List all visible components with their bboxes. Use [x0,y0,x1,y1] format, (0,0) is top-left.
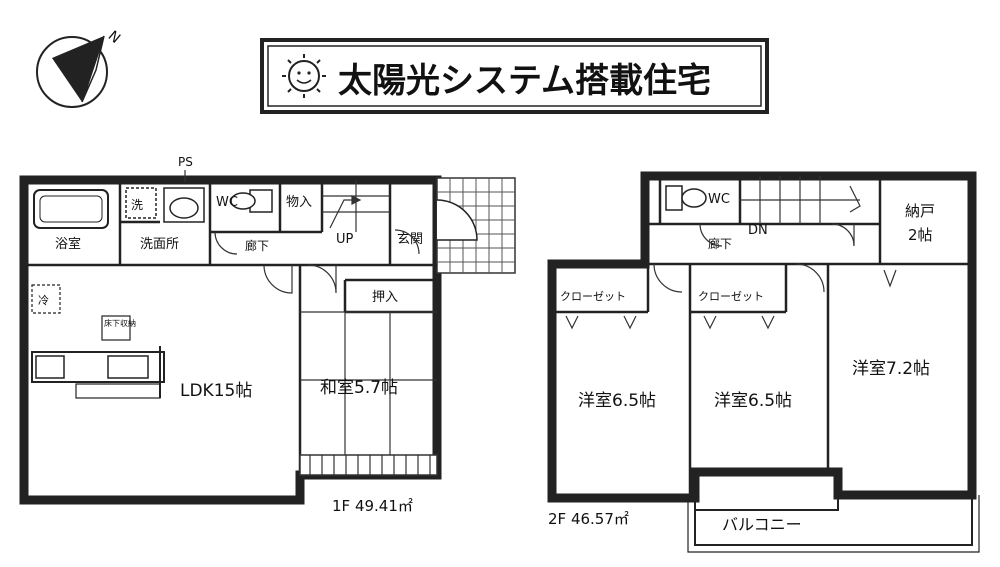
entrance-label: 玄関 [397,232,423,247]
sink-icon [107,355,149,379]
floor1-plan: 洗 PS WC 物入 UP 浴室 洗面所 廊下 玄関 [19,155,516,515]
closet-a-label: クローゼット [560,290,626,303]
floor-storage-icon [101,315,131,341]
kitchen-counter [31,346,165,399]
corridor-2f-label: 廊下 [708,236,732,251]
washer-space-icon [125,187,157,219]
ps-label: PS [178,155,193,169]
wc-2f-label: WC [708,192,730,207]
fridge-space-icon [31,284,61,314]
closet-b-label: クローゼット [698,290,764,303]
storage-label: 物入 [286,195,312,210]
north-arrow-icon [52,36,104,102]
toilet-icon [230,189,273,213]
stove-icon [35,355,65,379]
balcony-label: バルコニー [722,515,802,534]
banner-title: 太陽光システム搭載住宅 [338,61,711,101]
stairs-down-label: DN [748,223,768,238]
title-banner: 太陽光システム搭載住宅 [260,38,769,114]
toilet-2f-icon [665,185,707,211]
nando-label: 納戸 [905,202,935,220]
room-b-label: 洋室6.5帖 [714,391,792,411]
room-a-label: 洋室6.5帖 [578,391,656,411]
compass-north-label: N [105,28,123,47]
wc-1f-label: WC [216,195,238,210]
fridge-label: 冷 [38,294,49,307]
nando-size-label: 2帖 [908,226,933,244]
corridor-1f-label: 廊下 [245,238,269,253]
floor1-area-label: 1F 49.41㎡ [332,497,413,515]
closet-1f-label: 押入 [372,290,398,305]
sun-icon [282,54,326,98]
washroom-label: 洗面所 [140,237,179,252]
bathtub-icon [33,189,109,229]
stairs-up-label: UP [336,232,354,247]
ldk-label: LDK15帖 [180,381,252,401]
stairs-1f [322,180,390,232]
washitsu-label: 和室5.7帖 [320,378,398,398]
floor-storage-label: 床下収納 [104,318,136,328]
balcony-outline [694,494,973,546]
entrance-porch [436,177,516,274]
tatami-pattern [299,311,438,476]
stairs-2f [740,176,861,224]
floor2-plan: WC DN 廊下 納戸 2帖 クローゼット クローゼット 洋室6.5帖 洋室6.… [547,171,980,553]
floor2-area-label: 2F 46.57㎡ [548,510,629,528]
washer-label: 洗 [131,198,143,212]
bath-label: 浴室 [55,236,81,252]
compass: N [36,28,123,108]
room-c-label: 洋室7.2帖 [852,359,930,379]
